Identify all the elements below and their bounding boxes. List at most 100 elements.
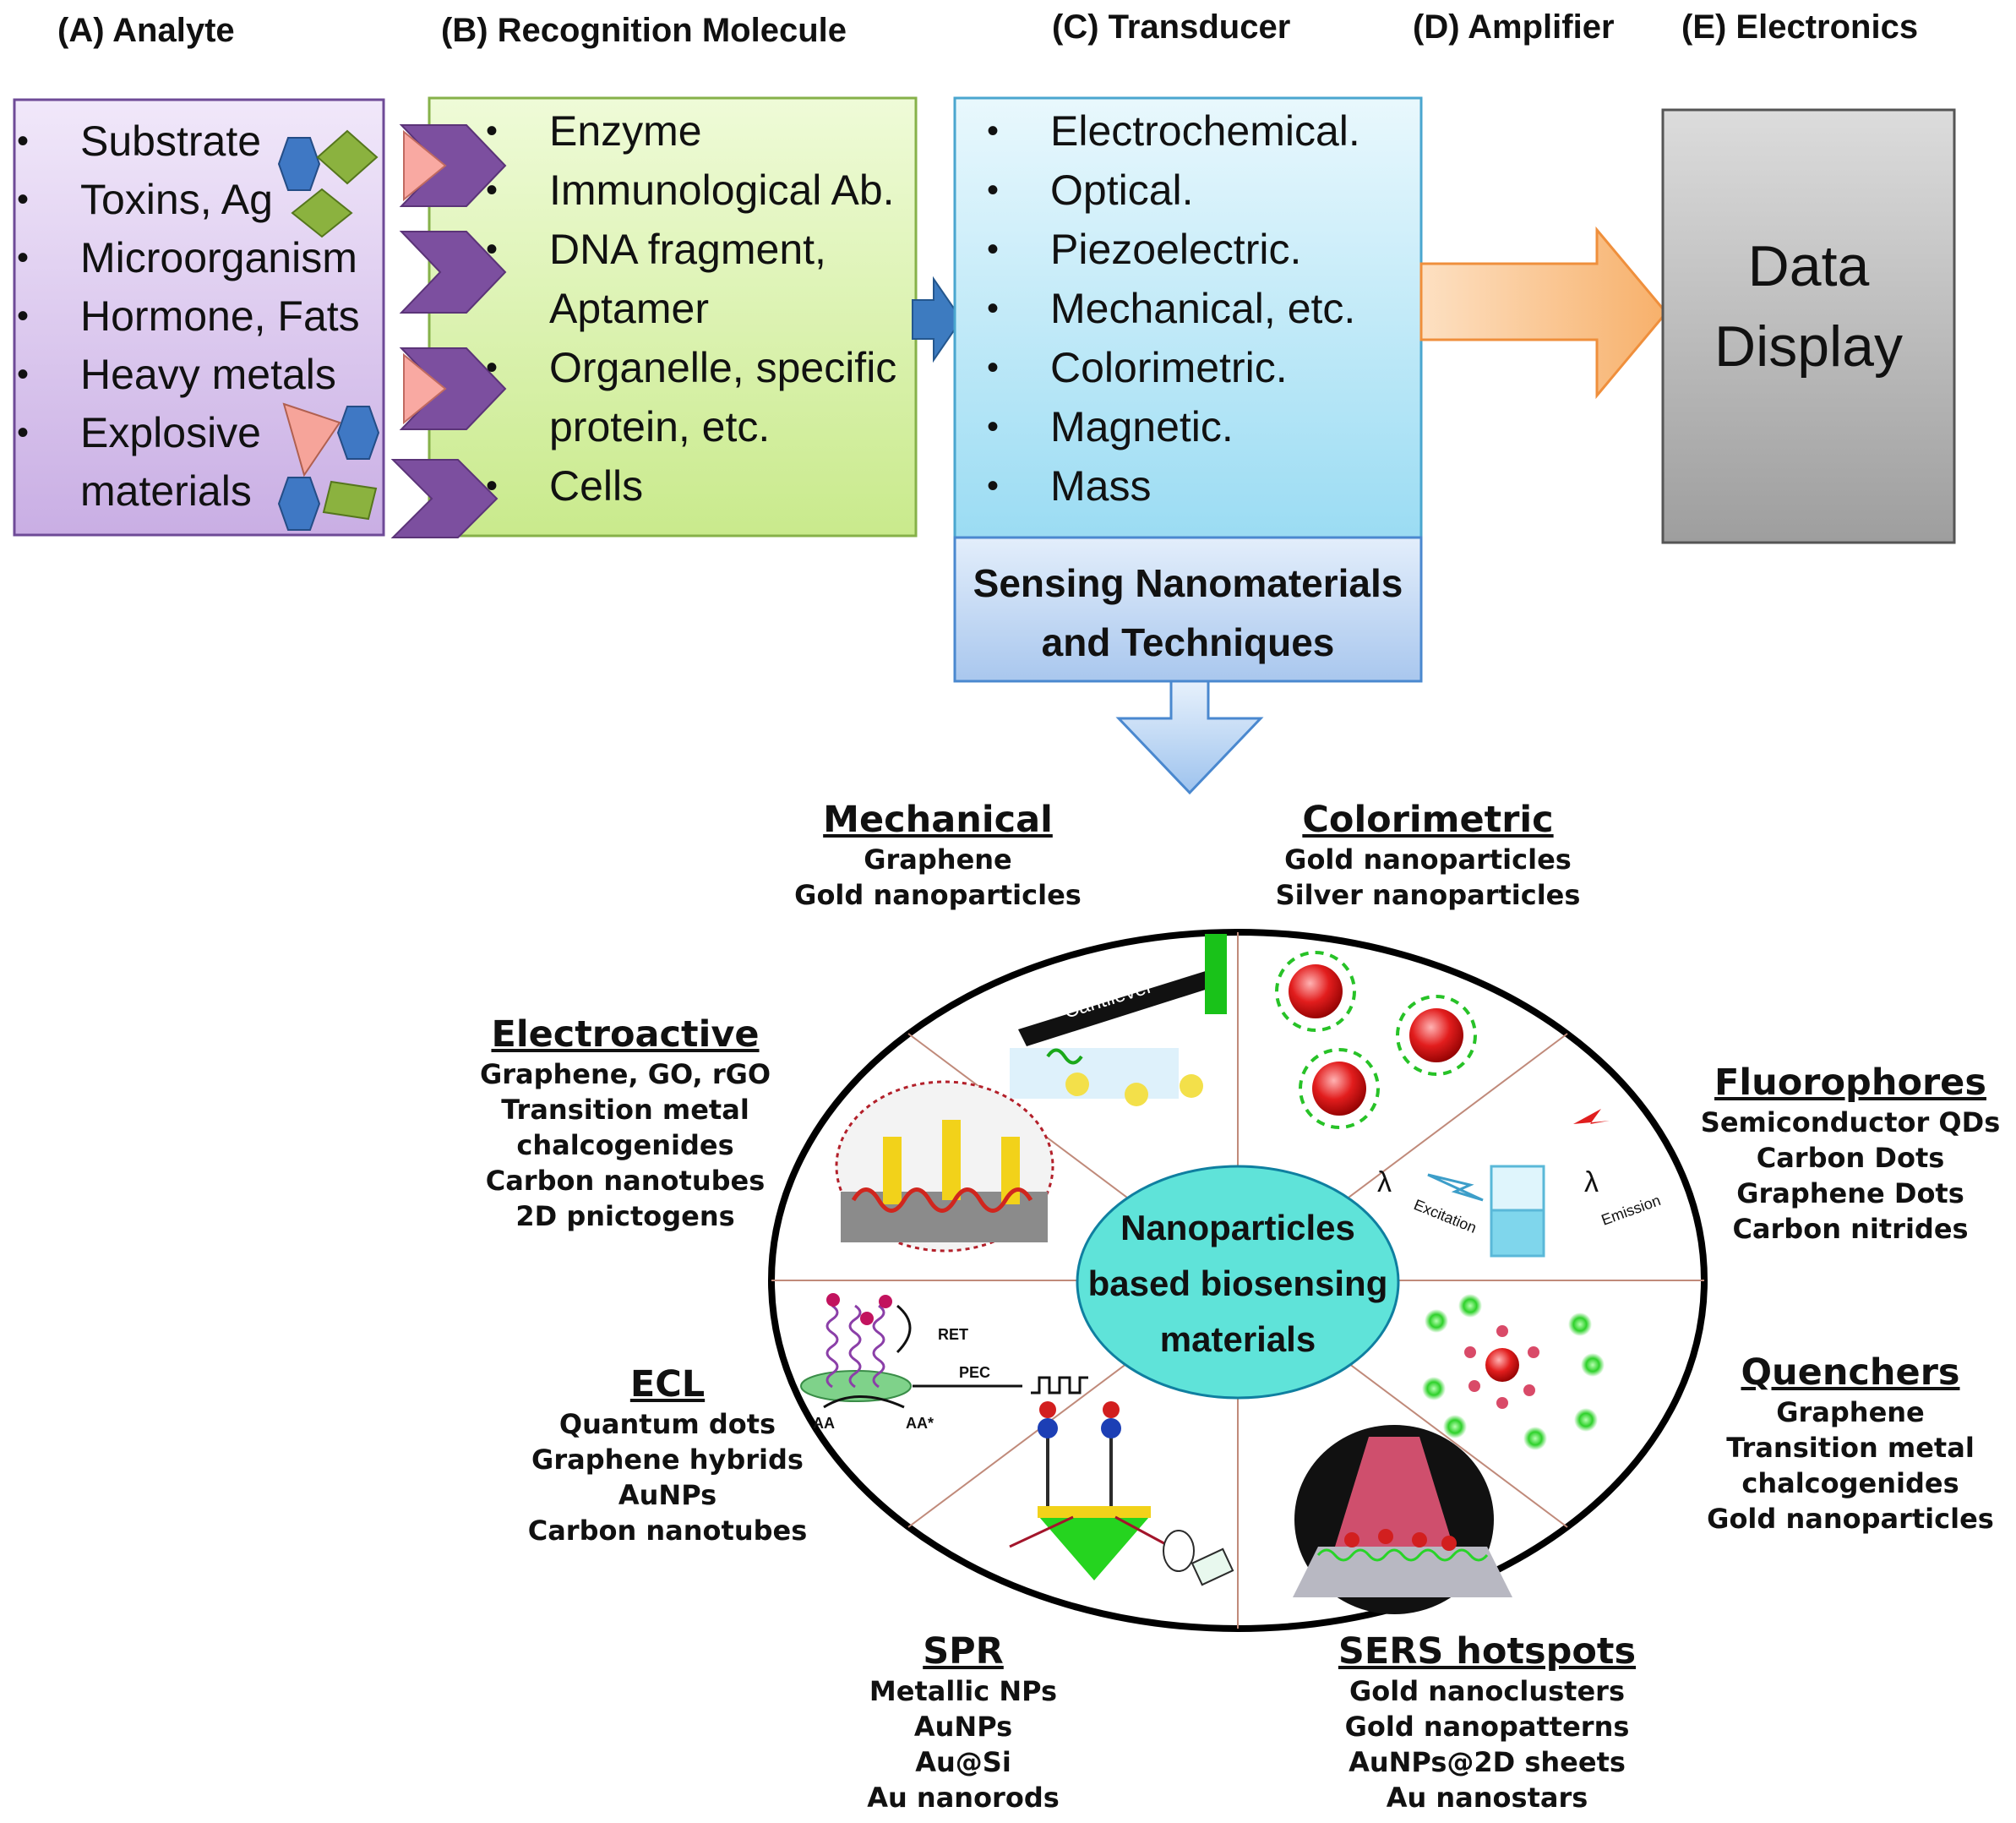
lambda-excitation-label: λ [1377, 1166, 1392, 1198]
transducer-item: Colorimetric. [987, 338, 1426, 397]
recognition-item: DNA fragment, [486, 220, 925, 279]
section-fluorophores: Fluorophores Semiconductor QDs Carbon Do… [1681, 1061, 2016, 1247]
section-title: SPR [923, 1630, 1004, 1673]
section-item: Graphene Dots [1736, 1177, 1964, 1209]
section-item: Gold nanoclusters [1349, 1675, 1625, 1707]
section-item: Gold nanopatterns [1344, 1711, 1630, 1743]
pec-label: PEC [959, 1364, 990, 1381]
recognition-item: Organelle, specific [486, 338, 925, 397]
section-item: Transition metal [501, 1094, 749, 1126]
section-electroactive: Electroactive Graphene, GO, rGO Transiti… [456, 1012, 794, 1234]
colorimetric-illustration [1275, 951, 1477, 1129]
lambda-emission-label: λ [1584, 1166, 1599, 1198]
section-item: Gold nanoparticles [794, 879, 1082, 911]
analyte-item: Toxins, Ag [17, 171, 389, 229]
amplifier-arrow-icon [1419, 226, 1668, 400]
aa-star-label: AA* [906, 1415, 934, 1432]
section-title: SERS hotspots [1338, 1630, 1637, 1673]
sers-illustration [1293, 1425, 1512, 1614]
section-item: Silver nanoparticles [1275, 879, 1581, 911]
spr-illustration [1009, 1401, 1234, 1586]
header-electronics: (E) Electronics [1681, 8, 1919, 46]
section-title: Electroactive [491, 1013, 760, 1056]
center-title-line: based biosensing [1087, 1264, 1388, 1303]
section-item: AuNPs@2D sheets [1349, 1746, 1626, 1778]
transducer-item: Electrochemical. [987, 101, 1426, 161]
analyte-item: Heavy metals [17, 346, 389, 404]
data-display-line: Display [1714, 314, 1903, 379]
header-amplifier: (D) Amplifier [1413, 8, 1615, 46]
chevron-triangle-icon [403, 129, 447, 425]
transducer-item: Optical. [987, 161, 1426, 220]
section-item: Semiconductor QDs [1700, 1106, 2001, 1138]
header-transducer: (C) Transducer [1052, 8, 1291, 46]
section-item: Gold nanoparticles [1284, 843, 1572, 876]
section-item: Carbon nitrides [1732, 1213, 1969, 1245]
section-item: 2D pnictogens [515, 1200, 735, 1232]
section-item: Graphene, GO, rGO [479, 1058, 771, 1090]
section-quenchers: Quenchers Graphene Transition metal chal… [1681, 1351, 2016, 1536]
transducer-item: Mass [987, 456, 1426, 516]
sensing-title: Sensing Nanomaterials and Techniques [955, 554, 1421, 672]
ret-label: RET [938, 1326, 968, 1343]
cantilever-illustration: Cantilever [1010, 934, 1227, 1106]
section-ecl: ECL Quantum dots Graphene hybrids AuNPs … [499, 1362, 836, 1548]
data-display-line: Data [1747, 234, 1870, 298]
transducer-item: Piezoelectric. [987, 220, 1426, 279]
section-item: chalcogenides [1741, 1467, 1959, 1499]
analyte-item-continued: materials [80, 467, 252, 515]
arrow-down-icon [1115, 680, 1264, 795]
electroactive-illustration [835, 1080, 1054, 1253]
section-item: Metallic NPs [869, 1675, 1058, 1707]
section-item: Au nanostars [1386, 1782, 1588, 1814]
recognition-item-continued: Aptamer [549, 285, 709, 332]
data-display-title: Data Display [1663, 227, 1954, 387]
section-title: ECL [629, 1363, 706, 1405]
ecl-illustration: RET PEC AA AA* [800, 1293, 1088, 1432]
section-item: Graphene [864, 843, 1012, 876]
sensing-title-line: Sensing Nanomaterials [973, 561, 1403, 605]
section-item: chalcogenides [516, 1129, 734, 1161]
analyte-item: Hormone, Fats [17, 287, 389, 346]
aa-label: AA [813, 1415, 835, 1432]
section-item: AuNPs [618, 1479, 717, 1511]
section-title: Quenchers [1741, 1351, 1960, 1394]
analyte-item: Explosive [17, 404, 389, 462]
center-ellipse [1076, 1165, 1400, 1400]
header-analyte: (A) Analyte [57, 12, 235, 49]
section-item: Graphene [1776, 1396, 1925, 1428]
section-item: Gold nanoparticles [1707, 1503, 1994, 1535]
section-item: Au nanorods [867, 1782, 1060, 1814]
center-title-line: Nanoparticles [1120, 1208, 1355, 1247]
section-title: Fluorophores [1714, 1062, 1986, 1104]
section-item: AuNPs [913, 1711, 1013, 1743]
analyte-item: Substrate [17, 112, 389, 171]
recognition-item: Enzyme [486, 101, 925, 161]
center-title: Nanoparticles based biosensing materials [1086, 1200, 1390, 1367]
sensing-box [953, 536, 1423, 683]
section-item: Carbon Dots [1756, 1142, 1945, 1174]
transducer-list: Electrochemical. Optical. Piezoelectric.… [987, 101, 1426, 516]
recognition-item-continued: protein, etc. [549, 403, 771, 450]
transducer-item: Mechanical, etc. [987, 279, 1426, 338]
section-item: Au@Si [915, 1746, 1011, 1778]
display-box [1661, 108, 1956, 544]
sensing-circle-diagram: Cantilever [768, 929, 1708, 1632]
recognition-item: Cells [486, 456, 925, 516]
section-item: Carbon nanotubes [485, 1165, 766, 1197]
section-item: Quantum dots [558, 1408, 776, 1440]
quenchers-illustration [1422, 1294, 1605, 1450]
section-item: Graphene hybrids [531, 1444, 804, 1476]
analyte-item: Microorganism [17, 229, 389, 287]
section-title: Mechanical [823, 799, 1053, 841]
recognition-list: Enzyme Immunological Ab. DNA fragment, A… [486, 101, 925, 516]
transducer-item: Magnetic. [987, 397, 1426, 456]
section-title: Colorimetric [1302, 799, 1554, 841]
sensing-title-line: and Techniques [1041, 620, 1335, 664]
section-item: Carbon nanotubes [527, 1515, 808, 1547]
section-colorimetric: Colorimetric Gold nanoparticles Silver n… [1259, 798, 1597, 913]
section-item: Transition metal [1726, 1432, 1975, 1464]
section-sers: SERS hotspots Gold nanoclusters Gold nan… [1318, 1629, 1656, 1815]
analyte-list: Substrate Toxins, Ag Microorganism Hormo… [17, 112, 389, 521]
recognition-item: Immunological Ab. [486, 161, 925, 220]
